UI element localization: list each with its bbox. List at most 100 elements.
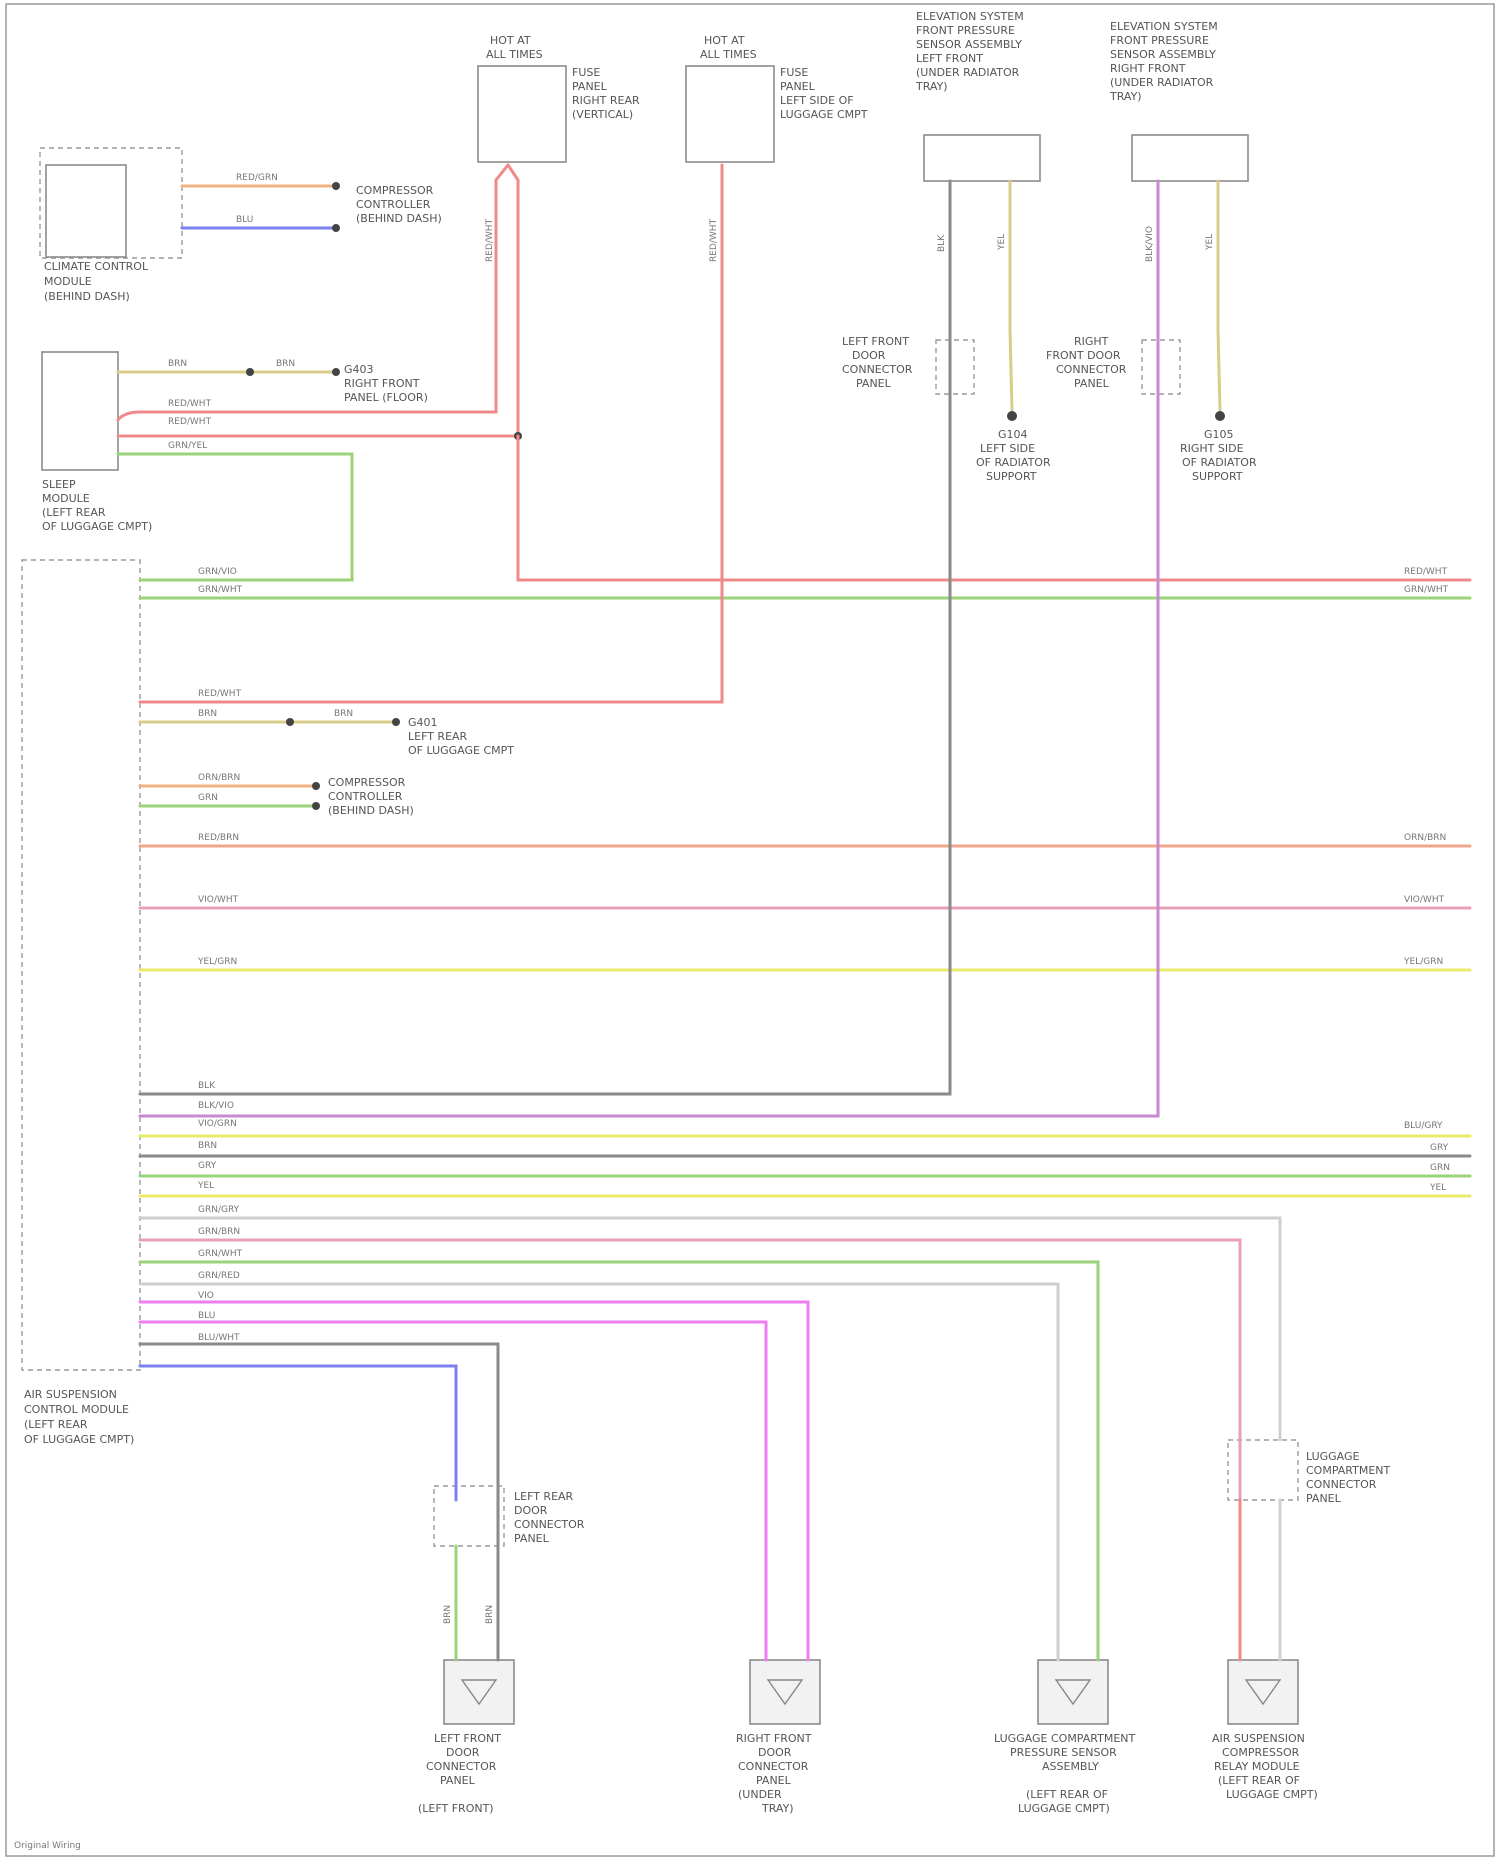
fuse-a-side-3: RIGHT REAR: [572, 94, 640, 107]
diag2-conn-line-3: (BEHIND DASH): [328, 804, 414, 817]
bs1-l4: PANEL: [440, 1774, 476, 1787]
sensor-top-right-line-4: RIGHT FRONT: [1110, 62, 1186, 75]
wl-30: BLU/WHT: [198, 1333, 240, 1343]
wire-tan-sensor-1: [1010, 181, 1012, 410]
diag-conn-line-3: (BEHIND DASH): [356, 212, 442, 225]
wl-20: VIO/GRN: [198, 1119, 237, 1129]
wl-24: GRN/GRY: [198, 1205, 240, 1215]
right-conn-label-2: FRONT DOOR: [1046, 349, 1121, 362]
sleep-module-label-1: SLEEP: [42, 478, 76, 491]
wr-4: VIO/WHT: [1404, 895, 1445, 905]
bottom-sensor-3-labels: LUGGAGE COMPARTMENT PRESSURE SENSOR ASSE…: [994, 1732, 1135, 1815]
bs3-l2: PRESSURE SENSOR: [1010, 1746, 1117, 1759]
fuse-b-label-1: HOT AT: [704, 34, 745, 47]
sensor-top-left-line-3: SENSOR ASSEMBLY: [916, 38, 1022, 51]
junction-climate-1: [332, 182, 340, 190]
ground-left-line-4: SUPPORT: [986, 470, 1037, 483]
bs2-l2: DOOR: [758, 1746, 792, 1759]
ground-front-line-2: RIGHT FRONT: [344, 377, 420, 390]
sensor-top-left-line-4: LEFT FRONT: [916, 52, 983, 65]
bs4-l2: COMPRESSOR: [1222, 1746, 1300, 1759]
junction-short-2: [312, 802, 320, 810]
left-conn-label-3: CONNECTOR: [842, 363, 913, 376]
bs1-l3: CONNECTOR: [426, 1760, 497, 1773]
rear-conn-line-4: PANEL: [514, 1532, 550, 1545]
ground-left-line-3: OF RADIATOR: [976, 456, 1051, 469]
bottom-sensor-4: [1228, 1660, 1298, 1724]
ground-right-line-1: G105: [1204, 428, 1234, 441]
bottom-sensor-1-labels: LEFT FRONT DOOR CONNECTOR PANEL (LEFT FR…: [418, 1732, 501, 1815]
sensor-top-left-line-2: FRONT PRESSURE: [916, 24, 1015, 37]
wl-13: ORN/BRN: [198, 773, 240, 783]
bs3-l3: ASSEMBLY: [1042, 1760, 1099, 1773]
sleep-module-label-3: (LEFT REAR: [42, 506, 106, 519]
wl-2: BLU: [236, 215, 253, 225]
wl-23: YEL: [197, 1181, 214, 1191]
control-module-label-3: (LEFT REAR: [24, 1418, 88, 1431]
wire-blue-rear: [140, 1366, 456, 1500]
wr-2: GRN/WHT: [1404, 585, 1449, 595]
rear-conn-line-1: LEFT REAR: [514, 1490, 574, 1503]
air-suspension-control-module-box: [22, 560, 140, 1370]
sleep-module-box: [42, 352, 118, 470]
bs3-l4: (LEFT REAR OF: [1026, 1788, 1108, 1801]
sleep-module-label-4: OF LUGGAGE CMPT): [42, 520, 152, 533]
wl-22: GRY: [198, 1161, 217, 1171]
fuse-a-box: [478, 66, 566, 162]
control-module-label-4: OF LUGGAGE CMPT): [24, 1433, 134, 1446]
rear-right-conn-line-4: PANEL: [1306, 1492, 1342, 1505]
fuse-a-label-2: ALL TIMES: [486, 48, 543, 61]
ground-right-line-4: SUPPORT: [1192, 470, 1243, 483]
wl-15: RED/BRN: [198, 833, 239, 843]
wr-6: BLU/GRY: [1404, 1121, 1443, 1131]
bs3-l5: LUGGAGE CMPT): [1018, 1802, 1110, 1815]
wl-8: GRN/VIO: [198, 567, 237, 577]
sensor-top-right-box: [1132, 135, 1248, 181]
junction-climate-2: [332, 224, 340, 232]
wr-3: ORN/BRN: [1404, 833, 1446, 843]
rear-door-connector-panel: [434, 1486, 504, 1546]
wl-18: BLK: [198, 1081, 216, 1091]
footer-text: Original Wiring: [14, 1841, 81, 1851]
fuse-b-box: [686, 66, 774, 162]
control-module-label-2: CONTROL MODULE: [24, 1403, 129, 1416]
climate-module-box: [46, 165, 126, 257]
bs2-l6: TRAY): [761, 1802, 794, 1815]
wl-26: GRN/WHT: [198, 1249, 243, 1259]
fuse-a-side-4: (VERTICAL): [572, 108, 633, 121]
junction-sleep-1: [246, 368, 254, 376]
wv-3: BLK: [937, 234, 947, 252]
wl-6: RED/WHT: [168, 417, 212, 427]
sensor-top-left-line-1: ELEVATION SYSTEM: [916, 10, 1024, 23]
rear-right-conn-line-3: CONNECTOR: [1306, 1478, 1377, 1491]
wire-violet-vertical: [140, 181, 1158, 1116]
wire-sleep-green: [118, 454, 352, 580]
wv-4: BLK/VIO: [1145, 226, 1155, 262]
right-conn-label-4: PANEL: [1074, 377, 1110, 390]
sensor-top-right-labels: ELEVATION SYSTEM FRONT PRESSURE SENSOR A…: [1109, 20, 1218, 103]
wl-3: BRN: [168, 359, 187, 369]
wl-10: RED/WHT: [198, 689, 242, 699]
fuse-a-side-1: FUSE: [572, 66, 600, 79]
ground-right-line-3: OF RADIATOR: [1182, 456, 1257, 469]
climate-module-label-3: (BEHIND DASH): [44, 290, 130, 303]
ground-left-line-2: LEFT SIDE: [980, 442, 1035, 455]
wl-25: GRN/BRN: [198, 1227, 240, 1237]
wl-4: BRN: [276, 359, 295, 369]
diag-conn-line-1: COMPRESSOR: [356, 184, 434, 197]
fuse-a-label-1: HOT AT: [490, 34, 531, 47]
left-conn-label-2: DOOR: [852, 349, 886, 362]
wv-7: BRN: [443, 1605, 453, 1624]
wl-28: VIO: [198, 1291, 214, 1301]
sleep-module-label-2: MODULE: [42, 492, 90, 505]
bs4-l1: AIR SUSPENSION: [1212, 1732, 1305, 1745]
wl-27: GRN/RED: [198, 1271, 240, 1281]
fuse-b-side-1: FUSE: [780, 66, 808, 79]
bs4-l3: RELAY MODULE: [1214, 1760, 1300, 1773]
bs2-l3: CONNECTOR: [738, 1760, 809, 1773]
sensor-top-right-line-1: ELEVATION SYSTEM: [1110, 20, 1218, 33]
ground-right-dot: [1215, 411, 1225, 421]
sensor-top-right-line-6: TRAY): [1109, 90, 1142, 103]
right-door-connector-panel: [1142, 340, 1180, 394]
diag2-conn-line-1: COMPRESSOR: [328, 776, 406, 789]
